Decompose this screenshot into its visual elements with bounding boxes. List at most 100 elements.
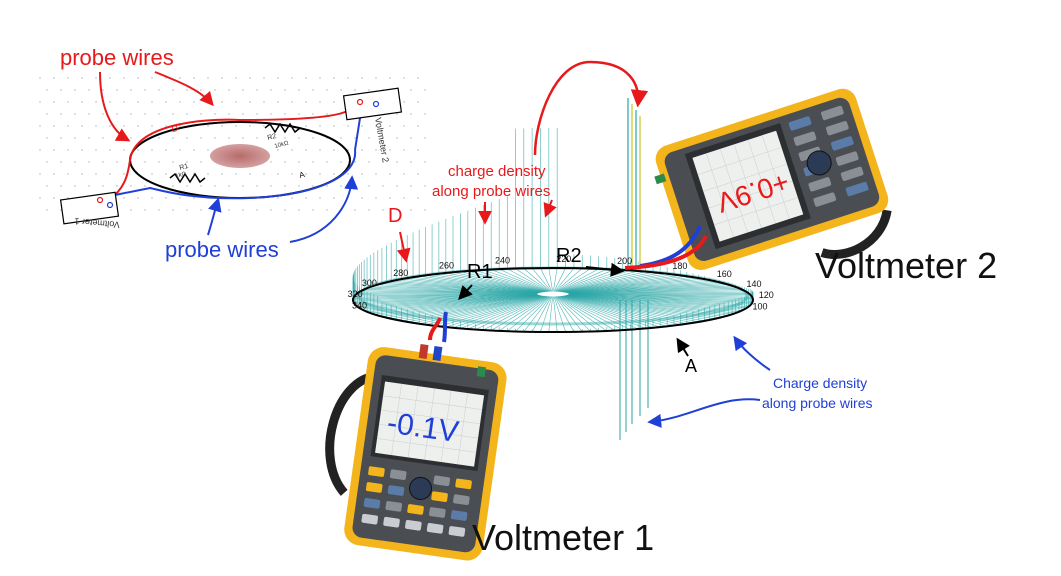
field-dot [319,77,321,79]
voltmeter-2-key [830,136,854,151]
field-dot [200,185,202,187]
plot-surface-line [438,273,544,293]
blue-arrow-plot-1 [733,335,771,371]
field-dot [60,209,62,211]
plot-surface-line [564,276,693,293]
plot-surface-line [413,276,542,293]
voltmeter-1-jack-green [476,366,487,378]
field-dot [214,137,216,139]
red-probe-wire-top [129,109,361,161]
field-dot [81,77,83,79]
field-dot [326,89,328,91]
plot-surface-line [354,293,538,297]
voltmeter-2-lead-red [624,235,708,270]
field-dot [186,113,188,115]
field-dot [410,161,412,163]
field-dot [403,125,405,127]
plot-surface-line [460,295,546,329]
probe-wires-label-bottom: probe wires [165,237,279,262]
screen-gridline [424,388,435,460]
field-dot [305,77,307,79]
field-dot [417,101,419,103]
plot-surface-line [568,293,751,295]
field-dot [221,101,223,103]
plot-surface-line [566,283,725,293]
plot-surface-line [560,271,654,293]
charge-density-red-line1: charge density [448,163,546,180]
voltmeter-2-key [835,151,859,166]
field-dot [172,161,174,163]
field-dot [186,185,188,187]
field-dot [179,173,181,175]
field-dot [361,173,363,175]
plot-tick-label: 300 [362,278,377,288]
plot-surface-line [491,296,549,331]
plot-r2-label: R2 [556,245,582,267]
field-dot [256,209,258,211]
voltmeter-1-key [387,485,405,496]
plot-surface-line [568,294,751,306]
field-dot [319,149,321,151]
voltmeter-2-dpad [806,150,832,176]
field-dot [326,161,328,163]
plot-surface-line [567,287,739,294]
field-dot [403,197,405,199]
field-dot [228,185,230,187]
field-dot [193,101,195,103]
plot-surface-line [562,273,668,293]
voltmeter-1-key [368,466,385,477]
field-dot [130,89,132,91]
field-dot [172,113,174,115]
field-dot [270,209,272,211]
voltmeter-2-key [821,105,844,121]
plot-surface-line [540,296,553,333]
plot-surface-line [523,296,551,332]
field-dot [130,113,132,115]
plot-surface-line [555,268,583,292]
plot-surface-line [364,289,538,294]
field-dot [389,149,391,151]
plot-surface-line [567,284,729,294]
field-dot [263,173,265,175]
plot-surface-line [452,295,546,328]
field-dot [67,101,69,103]
field-dot [130,209,132,211]
field-dot [235,77,237,79]
voltmeter-2-key [798,146,822,162]
field-dot [151,125,153,127]
voltmeter-2-key [788,116,812,131]
field-dot [354,185,356,187]
field-dot [46,89,48,91]
plot-a-label: A [685,356,697,376]
plot-surface-line [523,268,551,292]
plot-surface-line [568,294,747,309]
field-dot [53,125,55,127]
field-dot [235,173,237,175]
voltmeter-2-caption: Voltmeter 2 [815,245,997,286]
field-dot [263,125,265,127]
field-dot [116,185,118,187]
voltmeter-1-screen-grid [377,383,483,465]
voltmeter-1-lead-red [428,317,442,341]
field-dot [270,185,272,187]
plot-surface-line [561,295,661,328]
field-dot [207,77,209,79]
field-dot [333,77,335,79]
plot-tick-label: 180 [672,261,687,271]
screen-gridline [440,390,452,463]
field-dot [95,125,97,127]
field-dot [368,161,370,163]
field-dot [158,89,160,91]
field-dot [74,185,76,187]
plot-surface-line [555,296,591,332]
field-dot [158,161,160,163]
plot-surface-line [419,275,543,293]
voltmeter-1-key [389,469,407,481]
plot-tick-label: 220 [556,254,571,264]
field-dot [137,101,139,103]
screen-gridline [379,423,479,439]
field-dot [221,77,223,79]
plot-surface-line [353,293,538,303]
field-dot [46,137,48,139]
